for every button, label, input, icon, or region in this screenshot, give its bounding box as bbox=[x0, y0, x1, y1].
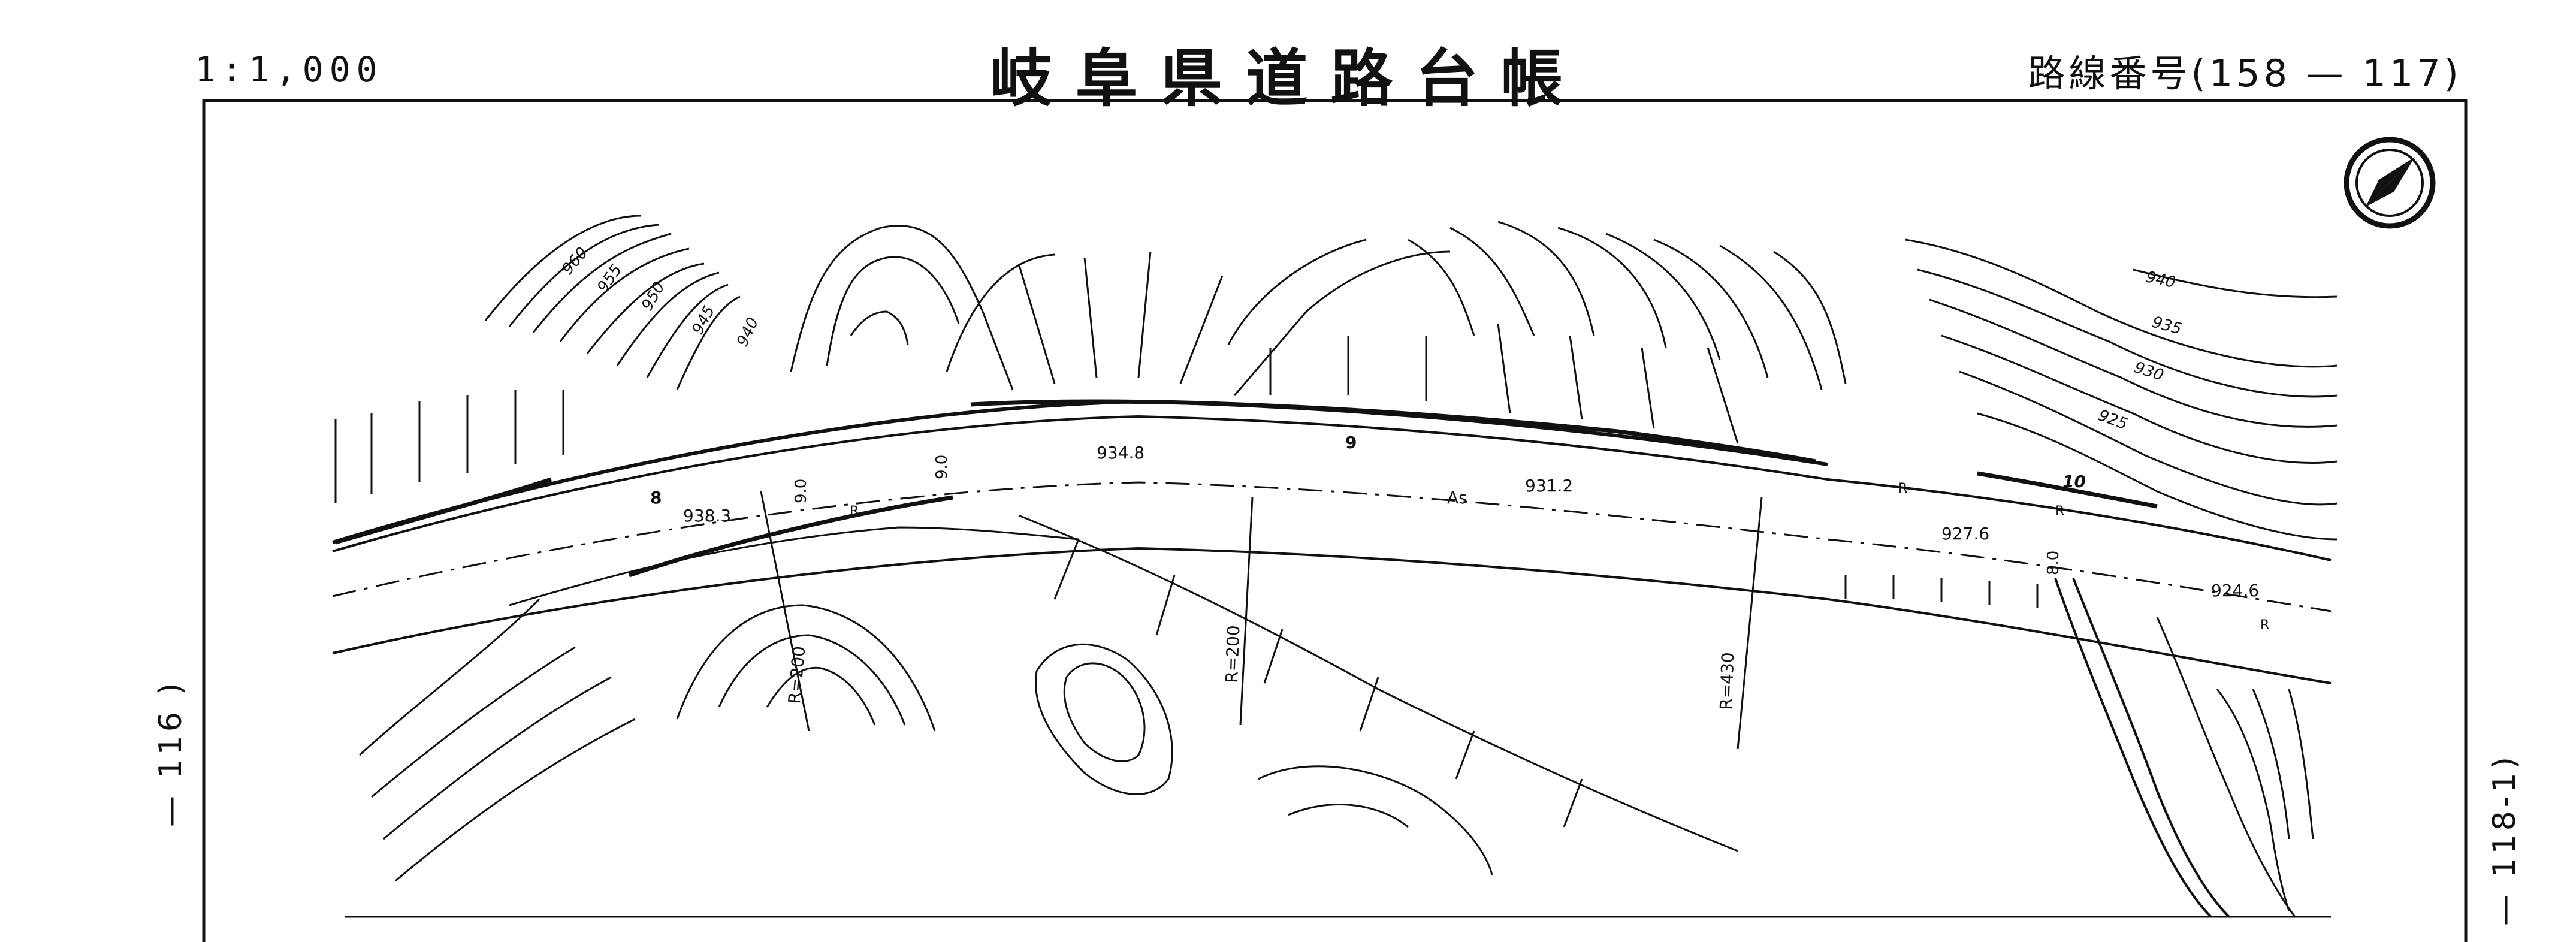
contours-lower-right bbox=[2216, 689, 2314, 911]
contours-upper-right bbox=[1227, 221, 2338, 541]
page-title: 岐阜県道路台帳 bbox=[990, 42, 1586, 115]
contour-label: 960 bbox=[558, 244, 591, 278]
curve-label: R=200 bbox=[784, 645, 809, 705]
station-labels: 8 9 10 bbox=[650, 433, 2086, 508]
curve-labels: R=200 R=200 R=430 bbox=[784, 625, 1738, 710]
curve-label: R=200 bbox=[1222, 625, 1243, 683]
map-scale: 1:1,000 bbox=[195, 49, 383, 90]
elevation-label: 924.6 bbox=[2211, 581, 2259, 600]
station-label: 8 bbox=[650, 488, 662, 508]
route-number: 路線番号(158 — 117) bbox=[2028, 52, 2462, 95]
r-mark: R bbox=[850, 504, 859, 519]
r-marks: R R R R bbox=[850, 481, 2269, 633]
contour-label: 940 bbox=[2145, 268, 2178, 292]
contour-labels: 960 955 950 945 940 940 935 930 925 bbox=[558, 244, 2184, 433]
guard-rail-lines bbox=[335, 399, 2158, 578]
north-arrow-icon bbox=[2344, 137, 2436, 229]
station-label: 10 bbox=[2062, 472, 2086, 491]
road-width-label: 8.0 bbox=[2045, 551, 2062, 575]
road bbox=[332, 399, 2332, 918]
contours-upper-left bbox=[484, 215, 1055, 390]
map-frame bbox=[202, 99, 2468, 942]
surface-label: As bbox=[1447, 488, 1467, 508]
elevation-label: 934.8 bbox=[1097, 443, 1144, 463]
road-width-label: 9.0 bbox=[792, 479, 810, 503]
elevation-label: 931.2 bbox=[1525, 476, 1573, 496]
r-mark: R bbox=[2055, 504, 2064, 519]
contour-label: 930 bbox=[2132, 358, 2166, 385]
r-mark: R bbox=[2260, 618, 2269, 633]
elevation-label: 938.3 bbox=[683, 506, 731, 526]
contours-lower-left bbox=[358, 598, 1493, 882]
road-width-labels: 9.0 9.0 8.0 bbox=[792, 455, 2062, 575]
curve-label: R=430 bbox=[1716, 652, 1738, 710]
road-width-label: 9.0 bbox=[933, 455, 951, 479]
r-mark: R bbox=[1898, 481, 1907, 496]
contour-label: 950 bbox=[638, 279, 669, 314]
station-label: 9 bbox=[1345, 433, 1357, 452]
elevation-labels: 938.3 934.8 931.2 927.6 924.6 bbox=[683, 443, 2259, 600]
curve-radius-lines bbox=[760, 491, 1763, 750]
elevation-label: 927.6 bbox=[1941, 524, 1989, 544]
slope-marks bbox=[334, 251, 2039, 828]
contour-label: 940 bbox=[733, 315, 762, 349]
